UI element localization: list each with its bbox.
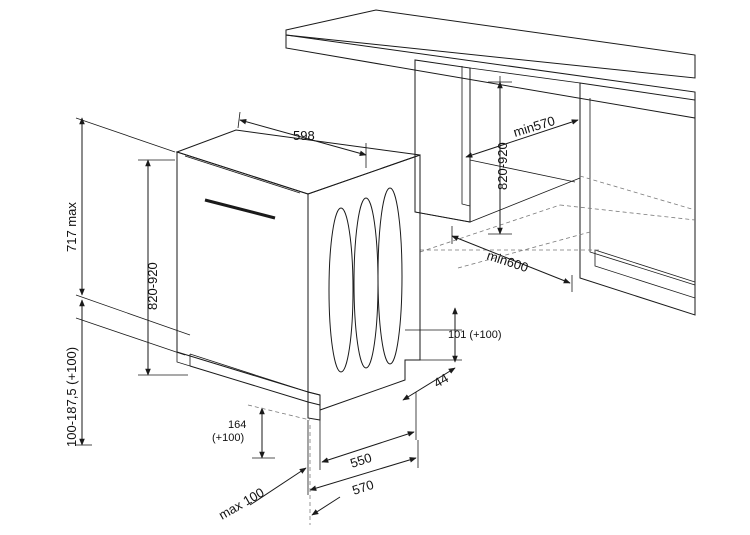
max-height-label: 717 max (64, 202, 79, 252)
niche-depth-label: min600 (485, 248, 530, 275)
door-offset-label: max 100 (216, 485, 267, 523)
niche-height-dimension: 820-920 (488, 81, 512, 235)
gap-dimension: 44 (402, 367, 456, 401)
width-label: 598 (293, 128, 315, 143)
width-dimension: 598 (237, 111, 367, 168)
niche-height-label: 820-920 (495, 142, 510, 190)
depth-outer-dimension: 570 (307, 420, 419, 498)
depth-inner-dimension: 550 (319, 392, 417, 471)
depth-inner-label: 550 (348, 450, 373, 471)
niche-depth-dimension: min600 (451, 226, 573, 292)
max-height-dimension: 717 max (64, 117, 191, 336)
plinth-offset-label: 101 (+100) (448, 329, 502, 341)
dishwasher (175, 129, 421, 421)
right-cabinet (579, 82, 696, 316)
left-cabinet (414, 59, 471, 223)
niche-width-label: min570 (511, 113, 556, 140)
niche-back (469, 67, 581, 223)
niche-width-dimension: min570 (465, 113, 579, 158)
door-height-label-2: (+100) (212, 432, 244, 444)
depth-outer-label: 570 (350, 477, 375, 498)
plinth-dimension: 100-187,5 (+100) (64, 299, 186, 447)
door-height-dimension: 164 (+100) (212, 404, 311, 459)
kitchen-counter (285, 9, 696, 119)
plinth-offset-dimension: 101 (+100) (405, 307, 502, 363)
gap-label: 44 (431, 370, 451, 390)
front-height-label: 820-920 (145, 262, 160, 310)
door-height-label-1: 164 (228, 419, 246, 431)
front-height-dimension: 820-920 (138, 159, 188, 376)
plinth-label: 100-187,5 (+100) (64, 347, 79, 447)
